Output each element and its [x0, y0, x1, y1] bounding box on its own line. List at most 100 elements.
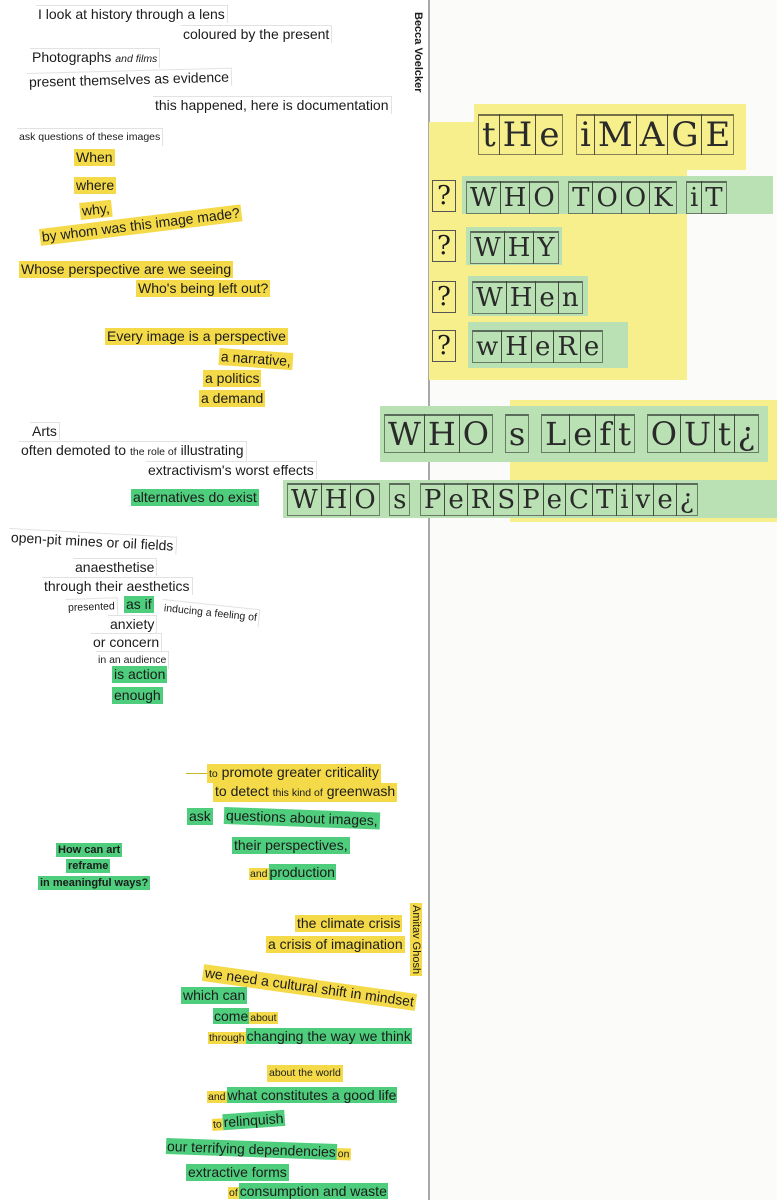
poem-line: present themselves as evidence: [26, 67, 233, 91]
poem-segment: and films: [115, 53, 158, 65]
poem-line: this happened, here is documentation: [153, 96, 392, 114]
stamp-letter: O: [350, 483, 380, 516]
stamp-letter: [634, 418, 647, 450]
poem-line: coloured by the present: [181, 25, 333, 43]
poem-line: alternatives do exist: [131, 489, 259, 506]
poem-line: a narrative,: [218, 348, 294, 371]
stamp-letter: t: [713, 414, 735, 453]
stamp-letter: P: [419, 483, 446, 516]
poem-segment: changing the way we think: [245, 1028, 412, 1044]
author-credit: Becca Voelcker: [412, 12, 424, 93]
poem-line: their perspectives,: [232, 837, 350, 854]
poem-line: When: [74, 149, 115, 166]
connector-line: [186, 773, 208, 774]
stamp-letter: w: [472, 330, 503, 363]
stamp-letter: ¿: [675, 483, 698, 516]
stamp-letter: T: [568, 181, 594, 214]
stamp-letter: [492, 418, 505, 450]
poem-segment: and: [207, 1091, 227, 1103]
stamp-letter: T: [591, 483, 618, 516]
poem-segment: through: [208, 1032, 246, 1044]
stamp-letter: C: [565, 483, 593, 516]
stamp-letter: W: [466, 181, 501, 214]
poem-line: about the world: [267, 1065, 343, 1082]
stamp-letter: e: [569, 414, 597, 453]
stamp-letter: i: [616, 483, 633, 516]
poem-segment: come: [213, 1008, 250, 1024]
stamp-letter: W: [287, 483, 322, 516]
stamp-letter: H: [320, 483, 352, 516]
green-strip: [468, 322, 628, 368]
poem-line: why,: [79, 199, 113, 220]
poem-line: through their aesthetics: [42, 577, 193, 595]
poem-line: where: [74, 177, 117, 194]
stamp-letter: O: [592, 181, 622, 214]
stamp-letter: H: [423, 414, 460, 453]
poem-line: Photographs and films: [30, 48, 161, 68]
poem-line: anaesthetise: [73, 558, 158, 576]
stamp-letter: [562, 118, 576, 152]
stamp-letter: ¿: [733, 414, 759, 453]
stamp-letter: E: [701, 114, 735, 155]
question-mark-stamp: ?: [432, 281, 456, 313]
stamp-letter: H: [503, 231, 535, 264]
stamp-letter: P: [518, 483, 544, 516]
question-mark-stamp: ?: [432, 330, 456, 362]
stamp-letter: R: [553, 330, 581, 363]
poem-segment: to: [211, 1118, 224, 1131]
poem-line: often demoted to the role of illustratin…: [19, 441, 247, 461]
poem-line: extractivism's worst effects: [146, 461, 317, 479]
poem-line: or concern: [91, 633, 163, 651]
stamp-letter: i: [685, 181, 703, 214]
stamp-letter: O: [646, 414, 681, 453]
stamp-letter: e: [535, 114, 564, 155]
stamp-letter: e: [535, 281, 559, 314]
question-line: How can art: [56, 843, 123, 857]
stamp-letter: R: [466, 483, 495, 516]
poem-segment: about: [249, 1012, 278, 1024]
stamp-letter: e: [653, 483, 677, 516]
poem-line: questions about images,: [223, 807, 380, 830]
stamp-letter: T: [701, 181, 727, 214]
poem-line: our terrifying dependencieson: [165, 1138, 351, 1163]
question-line: in meaningful ways?: [38, 876, 151, 890]
poem-segment: to detect: [215, 783, 269, 799]
poem-segment: Photographs: [32, 49, 112, 65]
stamp-letter: K: [649, 181, 677, 214]
stamp-letter: Y: [533, 231, 559, 264]
stamp-letter: M: [593, 114, 637, 155]
poem-line: to detect this kind of greenwash: [213, 783, 398, 802]
poem-line: ask questions of these images: [17, 128, 164, 146]
stamp-letter: H: [499, 181, 531, 214]
stamp-letter: n: [557, 281, 583, 314]
poem-line: as if: [124, 596, 154, 613]
stamp-letter: H: [501, 330, 532, 363]
poem-line: the climate crisis: [295, 915, 403, 932]
poem-segment: of: [228, 1187, 239, 1199]
page-fold: [428, 0, 430, 1200]
poem-line: anxiety: [108, 615, 158, 633]
poem-segment: what constitutes a good life: [226, 1087, 398, 1103]
stamp-letter: [558, 185, 568, 211]
poem-segment: this kind of: [272, 787, 323, 799]
poem-line: Every image is a perspective: [105, 328, 288, 345]
stamp-letter: e: [542, 483, 567, 516]
poem-segment: to: [209, 768, 218, 780]
poem-line: torelinquish: [211, 1109, 285, 1134]
stamp-letter: i: [576, 114, 595, 155]
poem-line: I look at history through a lens: [36, 5, 228, 23]
stamp-letter: L: [541, 414, 571, 453]
poem-line: extractive forms: [186, 1164, 289, 1181]
stamp-letter: W: [470, 231, 505, 264]
stamp-letter: s: [504, 414, 530, 453]
stamp-letter: [379, 487, 389, 513]
stamp-letter: [676, 185, 686, 211]
poem-segment: on: [336, 1147, 351, 1161]
